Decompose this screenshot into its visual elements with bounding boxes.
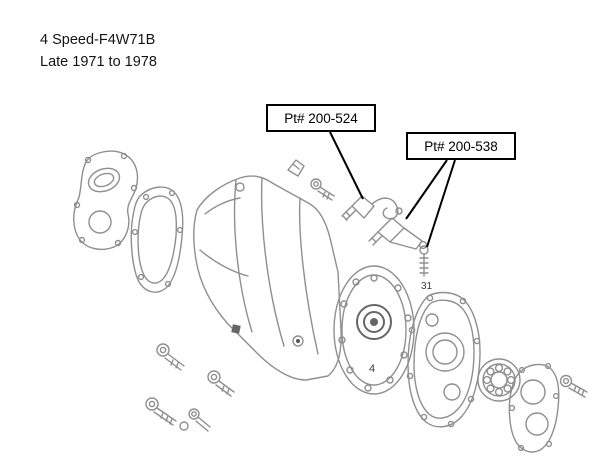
front-cover-gasket [73, 150, 139, 251]
adapter-plate-gasket [406, 291, 481, 428]
switch-200-524 [341, 195, 403, 221]
bottom-bolt-1 [156, 343, 185, 371]
rear-extension-gasket [508, 362, 560, 453]
spring-pin [419, 245, 429, 277]
side-plate-gasket [130, 186, 184, 293]
part-number-31-label: 31 [421, 281, 433, 292]
part-number-4-label: 4 [369, 363, 375, 375]
callout-box-200-524: Pt# 200-524 [266, 104, 376, 132]
leader-line-538-a [405, 159, 448, 220]
top-bolt [310, 178, 335, 201]
bottom-bolt-2 [207, 370, 235, 397]
right-bolt [559, 374, 588, 398]
callout-label-200-524: Pt# 200-524 [284, 110, 358, 126]
rear-flange [333, 265, 415, 395]
switch-200-538 [368, 217, 428, 250]
leader-line-524 [329, 131, 364, 200]
title-line-years: Late 1971 to 1978 [40, 53, 157, 70]
leader-line-538-b [426, 159, 456, 248]
bottom-bolt-3 [145, 397, 189, 431]
bottom-screw-4 [188, 408, 211, 432]
title-line-model: 4 Speed-F4W71B [40, 32, 156, 48]
callout-box-200-538: Pt# 200-538 [406, 132, 516, 160]
transmission-case [193, 159, 342, 381]
diagram-title: 4 Speed-F4W71B Late 1971 to 1978 [40, 30, 157, 74]
callout-label-200-538: Pt# 200-538 [424, 138, 498, 154]
ball-bearing [477, 358, 521, 402]
